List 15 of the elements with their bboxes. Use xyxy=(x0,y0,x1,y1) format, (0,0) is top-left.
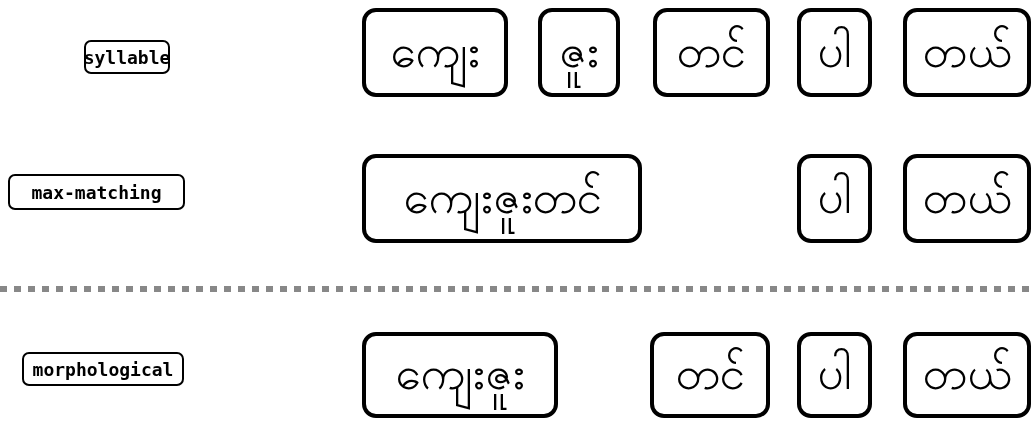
segment-box: ပါ xyxy=(797,332,872,418)
segment-box: ကျေးဇူး xyxy=(362,332,558,418)
segment-box: ပါ xyxy=(797,8,872,97)
segment-box: ကျေး xyxy=(362,8,508,97)
segment-box: တယ် xyxy=(903,154,1031,243)
segment-box: တင် xyxy=(653,8,770,97)
segment-box: ဇူး xyxy=(538,8,620,97)
method-label-box: max-matching xyxy=(8,174,185,210)
segment-box: တင် xyxy=(650,332,770,418)
segment-box: ပါ xyxy=(797,154,872,243)
method-label-box: morphological xyxy=(22,352,184,386)
segment-box: တယ် xyxy=(903,332,1031,418)
method-label-box: syllable xyxy=(84,40,170,74)
segment-box: ကျေးဇူးတင် xyxy=(362,154,642,243)
segment-box: တယ် xyxy=(903,8,1031,97)
